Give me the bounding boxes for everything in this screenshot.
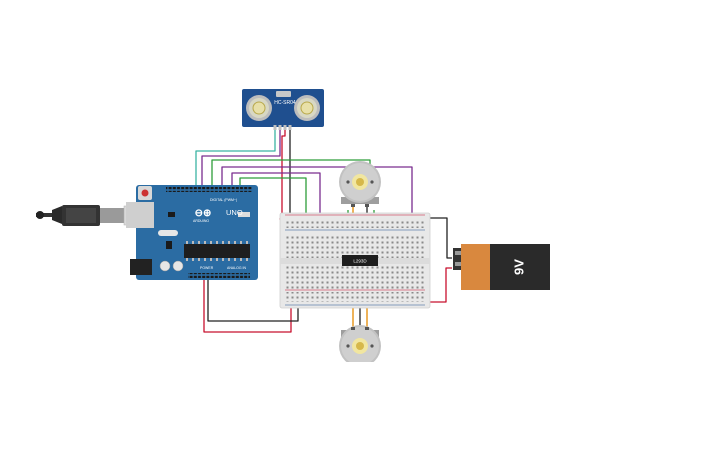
breadboard[interactable]: L293D <box>279 212 431 309</box>
power-header-label: POWER <box>200 266 214 270</box>
arduino-brand-label: ARDUINO <box>193 219 209 223</box>
analog-header-label: ANALOG IN <box>227 266 247 270</box>
usb-cable-icon <box>36 205 139 226</box>
motor-bottom[interactable] <box>338 325 382 374</box>
wire-red-5v <box>203 278 292 333</box>
chip-pins <box>186 241 248 261</box>
sensor-pins <box>273 125 292 130</box>
arduino-logo-icon: ⊖⊕ <box>195 208 212 219</box>
battery-label: 9V <box>511 259 526 275</box>
arduino-model-label: UNO <box>226 208 243 217</box>
digital-header-label: DIGITAL (PWM~) <box>210 198 237 202</box>
driver-ic-label: L293D <box>353 259 367 264</box>
ultrasonic-sensor[interactable]: HC-SR04 <box>242 89 324 130</box>
arduino-uno[interactable]: ⊖⊕ UNO ARDUINO DIGITAL (PWM~) POWER ANAL… <box>126 185 258 280</box>
sensor-model-label: HC-SR04 <box>274 100 296 106</box>
driver-ic[interactable] <box>342 255 378 266</box>
battery-9v[interactable]: 9V <box>453 244 550 290</box>
motor-top[interactable] <box>339 161 381 207</box>
wire-teal <box>195 126 276 190</box>
wire-black-batt <box>424 217 452 259</box>
wire-purple-echo <box>201 126 281 190</box>
wire-black-gnd-2 <box>207 278 299 322</box>
